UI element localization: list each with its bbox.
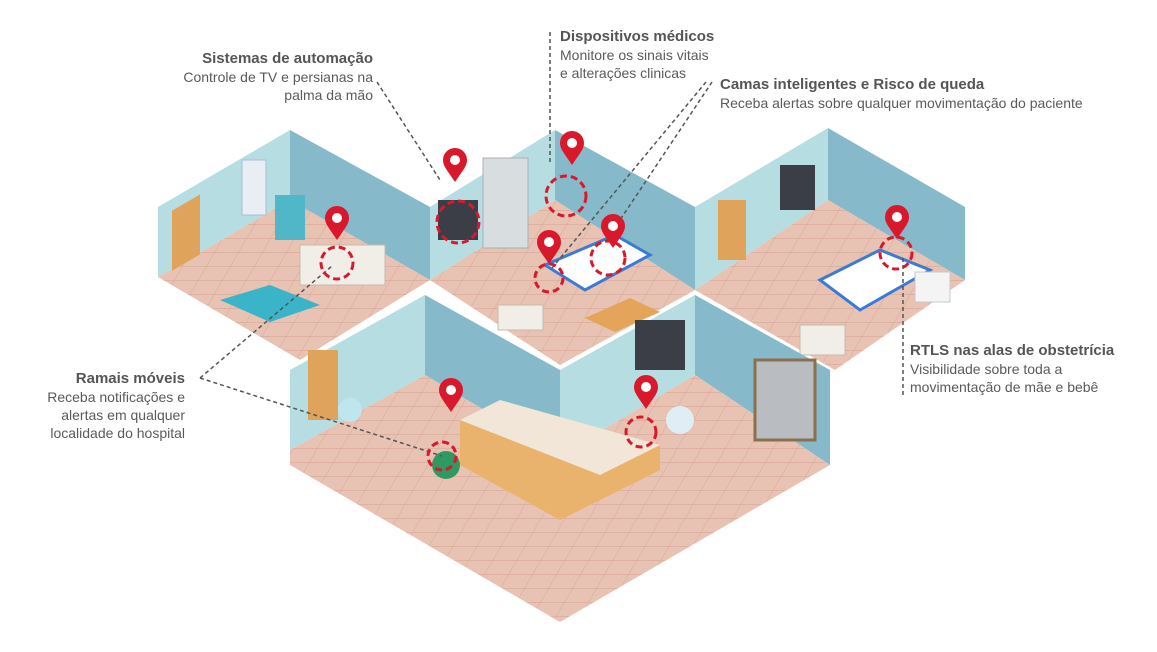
callout-beds: Camas inteligentes e Risco de queda Rece…: [720, 76, 1140, 112]
room-reception: [290, 295, 830, 622]
marker-ring: [878, 235, 914, 271]
callout-text: Controle de TV e persianas na: [183, 69, 373, 85]
callout-rtls: RTLS nas alas de obstetrícia Visibilidad…: [910, 342, 1150, 396]
leader-lines: [199, 32, 904, 457]
room-obstetrics: [695, 128, 965, 370]
callout-automation: Sistemas de automação Controle de TV e p…: [150, 50, 373, 104]
marker-ring: [533, 262, 565, 294]
callout-text: Receba notificações e: [47, 389, 185, 405]
room-office: [158, 130, 430, 360]
marker-ring: [589, 239, 627, 277]
marker-ring: [426, 440, 458, 472]
callout-title: Ramais móveis: [75, 370, 185, 387]
callout-title: RTLS nas alas de obstetrícia: [910, 342, 1115, 359]
callout-text: e alterações clinicas: [560, 65, 687, 81]
callout-text: Receba alertas sobre qualquer movimentaç…: [720, 95, 1083, 111]
callout-title: Sistemas de automação: [202, 50, 373, 67]
marker-ring: [319, 245, 355, 281]
map-pin-icon: [634, 375, 658, 409]
callout-devices: Dispositivos médicos Monitore os sinais …: [560, 28, 760, 82]
callout-text: palma da mão: [284, 87, 373, 103]
map-pin-icon: [601, 214, 625, 248]
marker-ring: [624, 415, 658, 449]
map-pin-icon: [537, 230, 561, 264]
callout-text: movimentação de mãe e bebê: [910, 379, 1099, 395]
map-pin-icon: [885, 205, 909, 239]
location-markers: [319, 131, 914, 472]
map-pin-icon: [443, 148, 467, 182]
map-pin-icon: [560, 131, 584, 165]
callout-title: Dispositivos médicos: [560, 28, 715, 45]
map-pin-icon: [439, 378, 463, 412]
callout-text: Visibilidade sobre toda a: [910, 361, 1063, 377]
marker-ring: [544, 174, 588, 218]
callout-mobile: Ramais móveis Receba notificações e aler…: [20, 370, 185, 442]
marker-ring: [435, 199, 481, 245]
callout-text: alertas em qualquer: [61, 407, 185, 423]
callout-title: Camas inteligentes e Risco de queda: [720, 76, 985, 93]
map-pin-icon: [325, 206, 349, 240]
callout-text: Monitore os sinais vitais: [560, 47, 709, 63]
callout-text: localidade do hospital: [50, 425, 185, 441]
